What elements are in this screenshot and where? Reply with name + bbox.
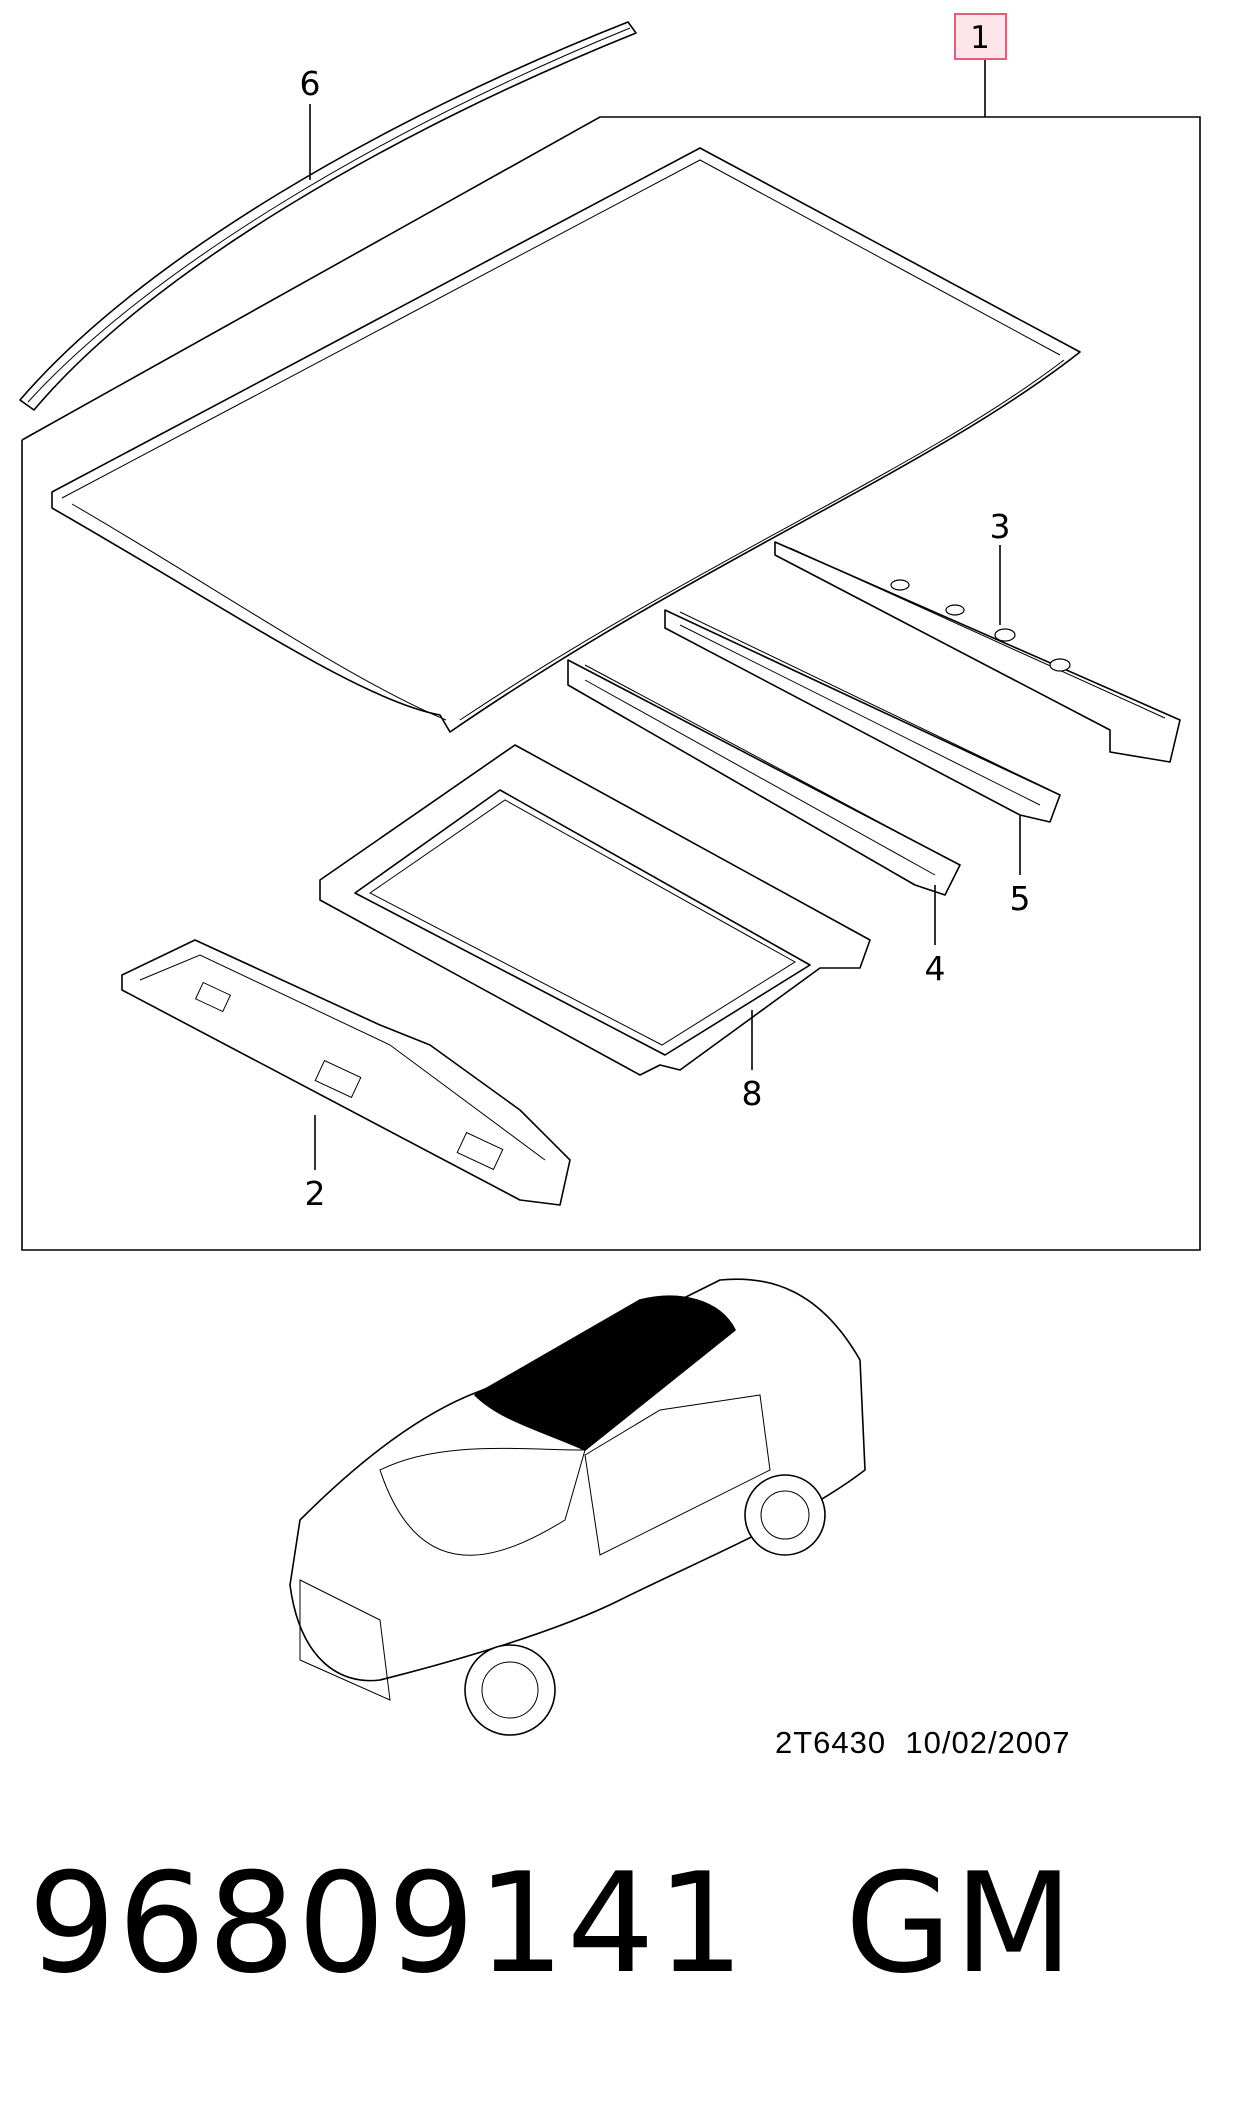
callout-2-label: 2 bbox=[305, 1174, 326, 1213]
callout-1-box[interactable] bbox=[954, 13, 1007, 60]
assembly-bracket bbox=[21, 116, 1201, 1251]
roof-bow-front[interactable] bbox=[567, 659, 961, 896]
callout-3-label: 4 bbox=[925, 949, 946, 988]
roof-bow-rear[interactable] bbox=[774, 541, 1181, 763]
sunroof-frame[interactable] bbox=[319, 744, 871, 1076]
part-number: 96809141 bbox=[28, 1843, 747, 2004]
callout-5-label: 5 bbox=[1010, 879, 1031, 918]
callout-6-label: 6 bbox=[300, 64, 321, 103]
car-location-illustration bbox=[289, 1278, 866, 1736]
roof-molding-strip[interactable] bbox=[19, 21, 637, 411]
callout-1-label: 1 bbox=[970, 20, 990, 56]
diagram-code-date: 2T6430 10/02/2007 bbox=[775, 1725, 1071, 1761]
diagram-date: 10/02/2007 bbox=[905, 1725, 1071, 1760]
callout-8-label: 8 bbox=[742, 1074, 763, 1113]
roof-panel[interactable] bbox=[51, 147, 1081, 733]
brand: GM bbox=[845, 1843, 1076, 2004]
roof-highlight bbox=[474, 1295, 736, 1451]
diagram-code: 2T6430 bbox=[775, 1725, 887, 1760]
front-roof-header[interactable] bbox=[121, 939, 571, 1206]
roof-bow-middle[interactable] bbox=[664, 609, 1061, 823]
callout-4-label: 3 bbox=[990, 507, 1011, 546]
